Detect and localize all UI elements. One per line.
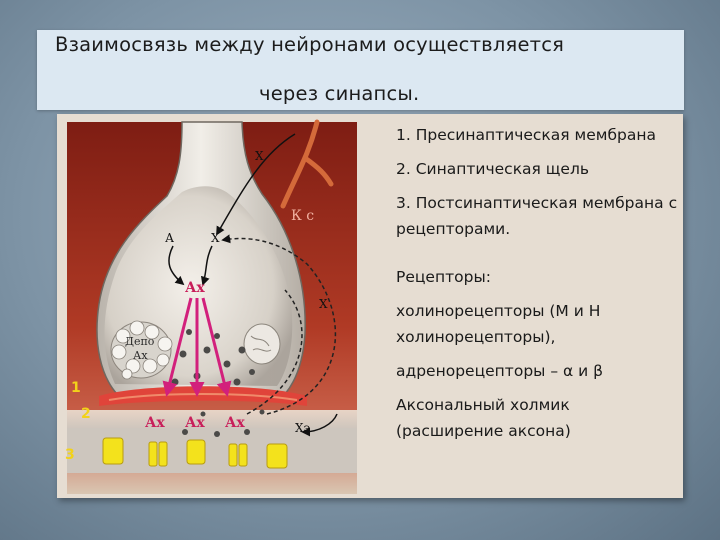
ax-cleft-label-3: Ах	[225, 415, 245, 431]
release-arrows	[162, 297, 232, 397]
title-box: Взаимосвязь между нейронами осуществляет…	[37, 30, 684, 110]
arrow-a-down	[168, 245, 185, 286]
synapse-diagram: Депо Ах К с Х А Х Х Хэ Ах	[65, 119, 357, 494]
depot-ax-label: Ах	[133, 349, 148, 362]
ax-cleft-label-1: Ах	[145, 415, 165, 431]
title-line-1: Взаимосвязь между нейронами осуществляет…	[55, 33, 565, 56]
x-label-mid: Х	[211, 231, 220, 245]
content-card: Депо Ах К с Х А Х Х Хэ Ах	[57, 114, 683, 498]
organelle-cristae	[250, 335, 272, 352]
text-column: 1. Пресинаптическая мембрана 2. Синаптич…	[396, 122, 681, 444]
legend-item-2: 2. Синаптическая щель	[396, 160, 589, 178]
organelle	[243, 323, 281, 365]
synaptic-cleft	[67, 410, 357, 428]
arrow-xe	[301, 413, 338, 437]
granules	[171, 329, 265, 437]
legend-item-1: 1. Пресинаптическая мембрана	[396, 126, 656, 144]
ks-fiber	[280, 119, 334, 209]
marker-2: 2	[81, 406, 91, 422]
arrow-x-top	[216, 133, 296, 236]
receptors-heading: Рецепторы:	[396, 268, 491, 286]
a-label: А	[165, 231, 174, 245]
marker-3: 3	[65, 447, 75, 463]
ks-label: К с	[291, 208, 314, 224]
x-label-top: Х	[255, 149, 264, 163]
depot-label: Депо	[125, 335, 155, 348]
ax-top-label: Ах	[185, 280, 205, 296]
legend-item-3: 3. Постсинаптическая мембрана с рецептор…	[396, 194, 678, 238]
receptors	[102, 437, 288, 469]
receptors-cholino: холинорецепторы (М и Н холинорецепторы),	[396, 302, 601, 346]
dashed-arrow-inner	[246, 289, 303, 415]
x-label-side: Х	[319, 297, 328, 311]
xe-label: Хэ	[295, 421, 311, 435]
title-line-2: через синапсы.	[259, 82, 420, 105]
marker-1: 1	[71, 380, 81, 396]
depot-vesicles	[111, 320, 173, 380]
receptors-adreno: адренорецепторы – α и β	[396, 362, 604, 380]
axon-hillock: Аксональный холмик (расширение аксона)	[396, 396, 571, 440]
ax-cleft-label-2: Ах	[185, 415, 205, 431]
arrow-x-loop	[201, 245, 213, 286]
